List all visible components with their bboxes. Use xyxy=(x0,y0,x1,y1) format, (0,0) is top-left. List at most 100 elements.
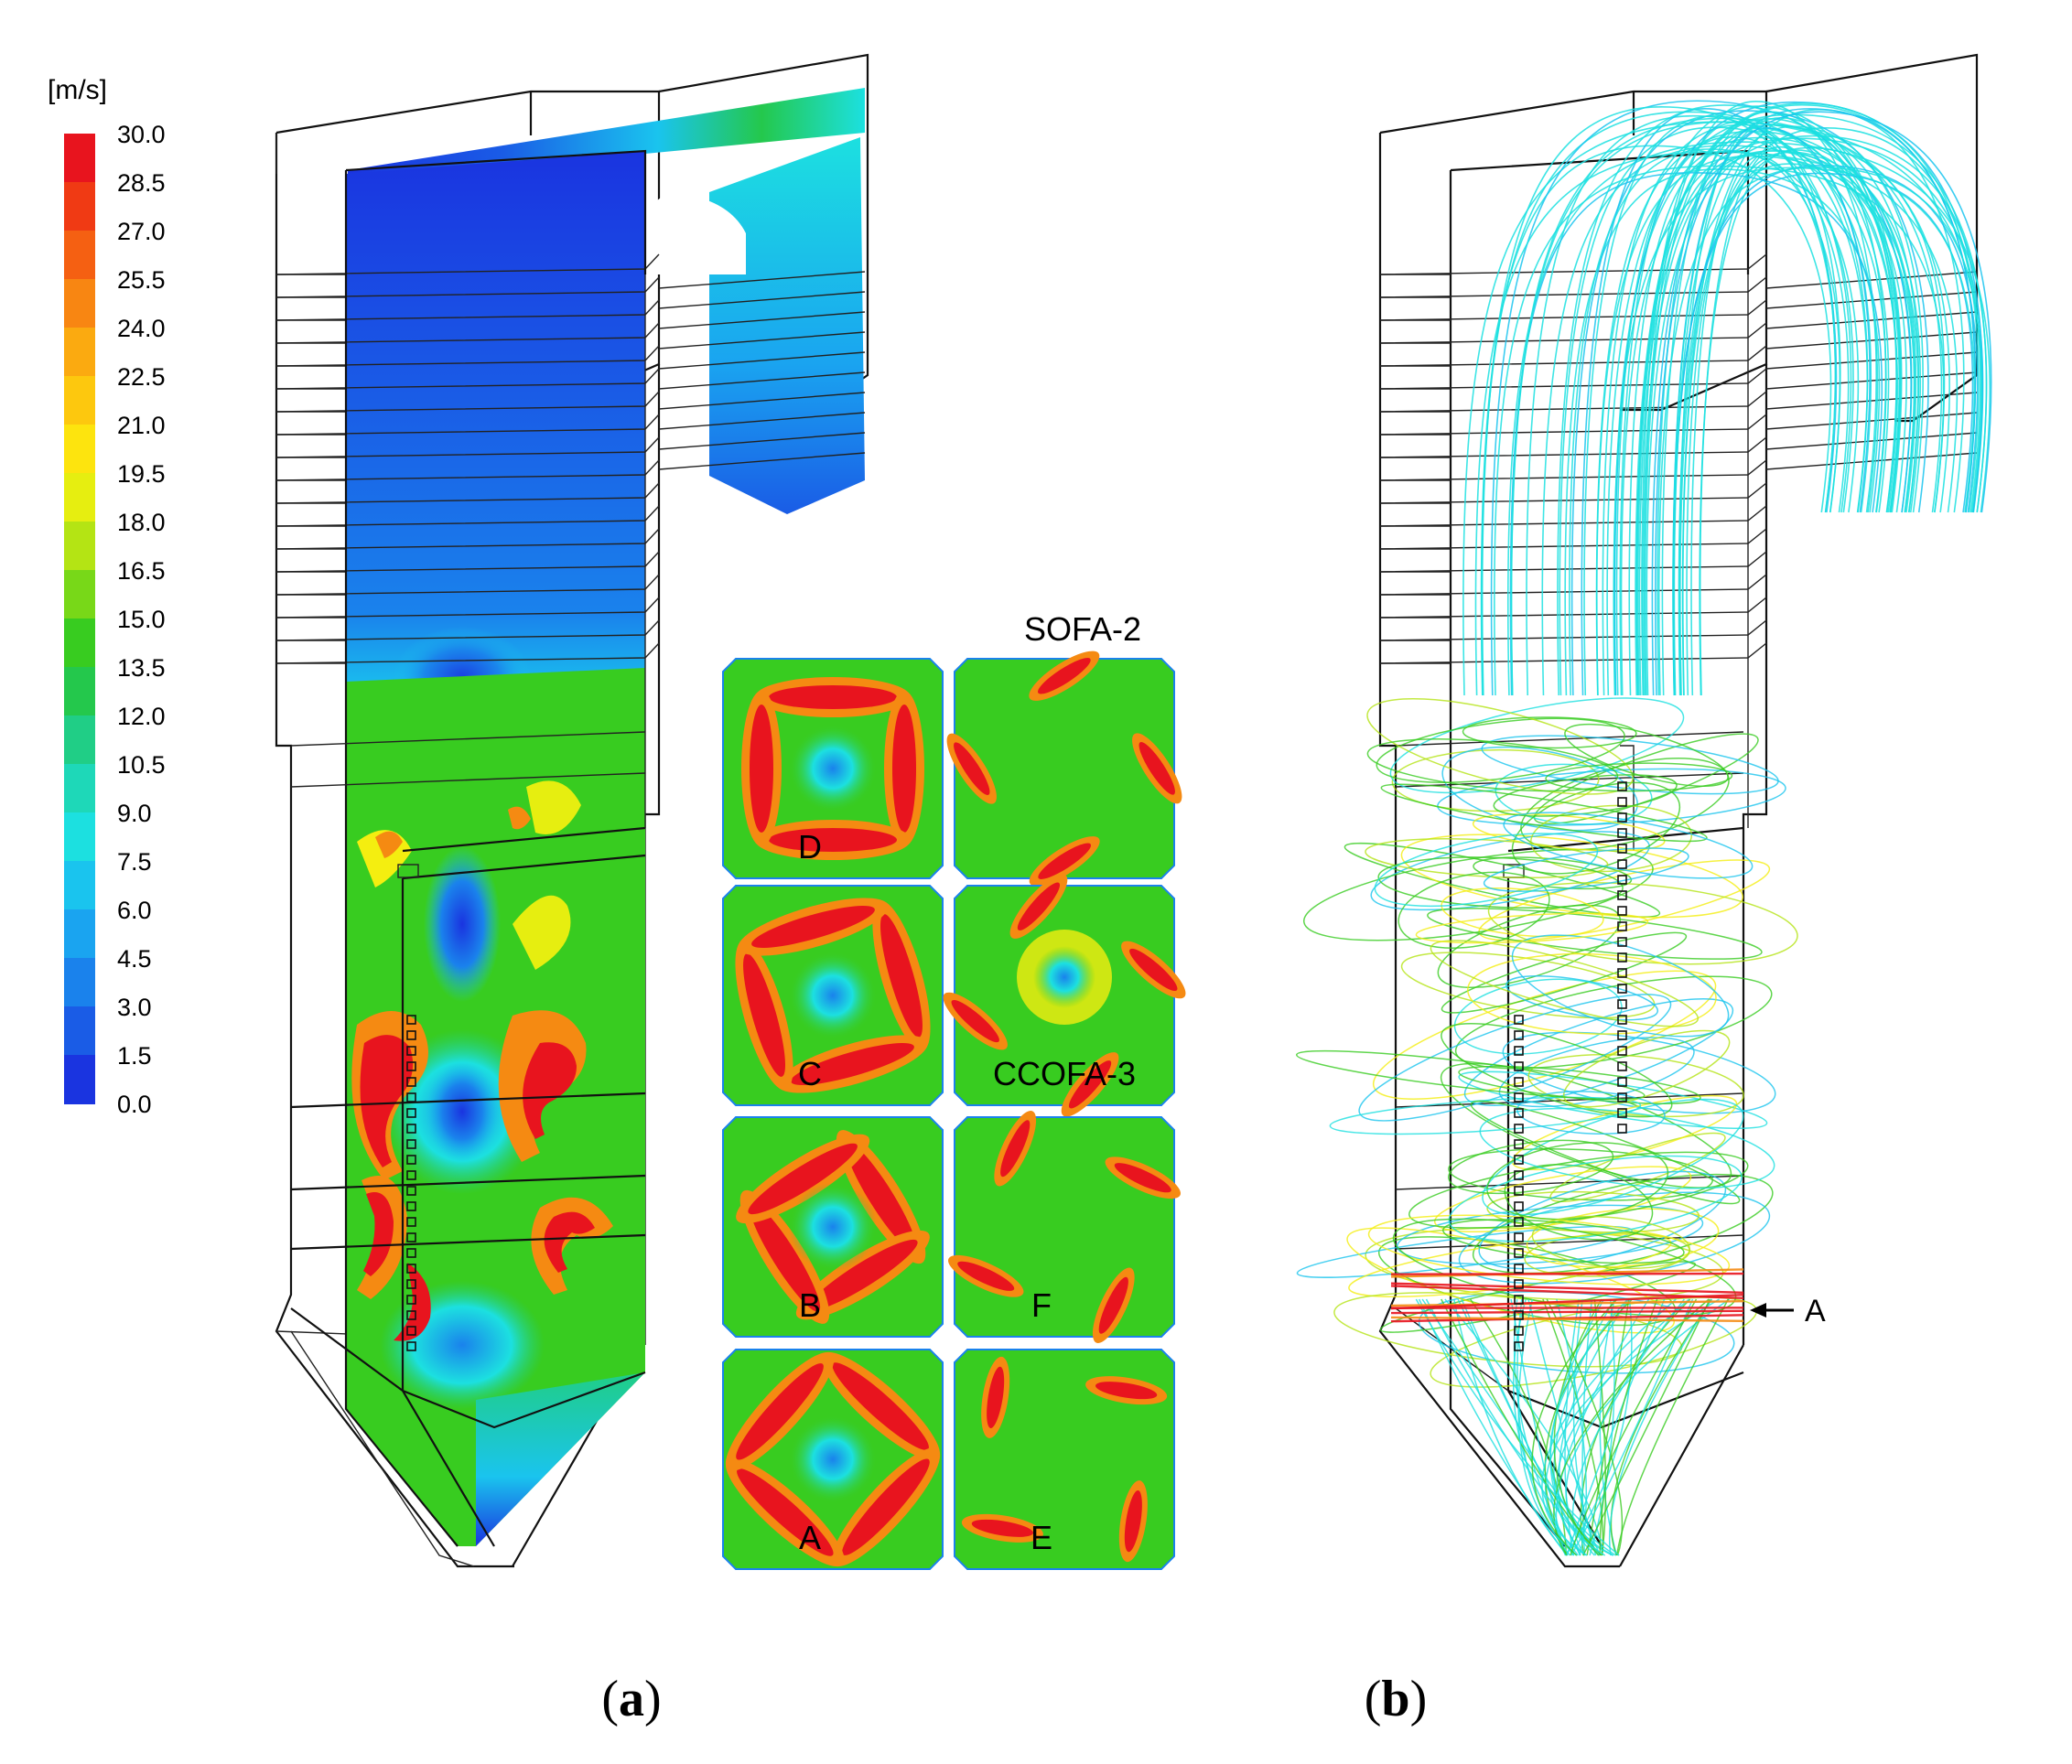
legend-swatch xyxy=(64,279,95,328)
streamline xyxy=(1433,1166,1692,1233)
streamline xyxy=(1595,155,1916,696)
streamline xyxy=(1564,1298,1580,1556)
burner-nozzle xyxy=(1514,1201,1524,1211)
streamline xyxy=(1690,156,1837,696)
jet-core xyxy=(892,705,916,833)
burner-nozzle xyxy=(1514,1295,1524,1305)
streamline xyxy=(1566,1298,1666,1556)
streamline xyxy=(1487,882,1798,965)
streamline xyxy=(1457,1298,1581,1556)
burner-nozzle xyxy=(1617,1092,1627,1102)
burner-nozzle xyxy=(1514,1170,1524,1180)
burner-nozzle xyxy=(1514,1015,1524,1025)
legend-swatch xyxy=(64,425,95,474)
legend-swatch xyxy=(64,1006,95,1056)
jet-core xyxy=(832,1362,929,1450)
burner-nozzle xyxy=(1514,1341,1524,1351)
streamline xyxy=(1346,1227,1676,1334)
legend-tick-label: 15.0 xyxy=(117,606,166,633)
burner-nozzle xyxy=(1514,1217,1524,1227)
streamline xyxy=(1425,1298,1595,1556)
streamline xyxy=(1398,871,1550,949)
legend-swatch xyxy=(64,134,95,183)
upper-furnace-contour xyxy=(346,151,645,695)
streamline xyxy=(1472,1173,1774,1275)
streamline xyxy=(1545,762,1733,792)
streamline xyxy=(1482,1098,1744,1216)
streamlines xyxy=(1295,100,1992,1556)
legend-tick-label: 25.5 xyxy=(117,266,166,294)
jet-core xyxy=(1124,1490,1142,1553)
grid-line xyxy=(658,412,866,430)
burner-nozzle xyxy=(1617,1030,1627,1040)
grid-line xyxy=(1379,619,1767,641)
legend-tick-label: 12.0 xyxy=(117,703,166,730)
burner-nozzle xyxy=(406,1170,416,1180)
burner-nozzle xyxy=(1514,1248,1524,1258)
streamline xyxy=(1651,108,1977,696)
legend-color-bar xyxy=(64,134,95,1104)
burner-nozzle xyxy=(406,1217,416,1227)
jet-core xyxy=(951,999,999,1043)
burner-nozzle xyxy=(1514,1139,1524,1149)
jet-core xyxy=(987,1366,1005,1428)
streamline xyxy=(1415,1298,1620,1556)
legend-tick-label: 10.5 xyxy=(117,751,166,779)
burner-nozzle xyxy=(1617,781,1627,791)
section-label: CCOFA-3 xyxy=(993,1055,1136,1092)
legend-tick-label: 22.5 xyxy=(117,363,166,391)
cross-section: CCOFA-3 xyxy=(943,874,1186,1117)
streamline xyxy=(1437,904,1622,989)
cross-section xyxy=(946,651,1182,887)
burner-nozzle xyxy=(406,1310,416,1320)
burner-nozzle xyxy=(406,1264,416,1274)
streamline xyxy=(1681,146,1946,696)
burner-nozzle xyxy=(406,1186,416,1196)
cross-section: F xyxy=(948,1111,1181,1343)
streamline xyxy=(1610,1298,1712,1556)
panel-a-velocity-contour: (a) xyxy=(275,53,869,1727)
streamline xyxy=(1504,1164,1654,1241)
streamline xyxy=(1628,149,1841,696)
grid-line xyxy=(1765,271,1978,289)
legend-swatch xyxy=(64,667,95,716)
grid-line xyxy=(1765,392,1978,410)
grid-line xyxy=(658,392,866,410)
section-frame xyxy=(954,658,1175,879)
furnace-front-outline-a xyxy=(290,149,647,1547)
streamline xyxy=(1444,1298,1603,1556)
burner-nozzle xyxy=(1617,1124,1627,1134)
jet-core xyxy=(1114,1163,1171,1193)
section-frame xyxy=(954,1349,1175,1570)
burner-nozzle xyxy=(1617,1046,1627,1056)
grid-line xyxy=(1379,322,1767,344)
legend-unit: [m/s] xyxy=(48,75,107,105)
section-jets xyxy=(948,1111,1181,1343)
streamline xyxy=(1673,125,1924,696)
streamline xyxy=(1479,1107,1775,1189)
burner-nozzle xyxy=(406,1015,416,1025)
streamline xyxy=(1654,111,1992,696)
jet-core xyxy=(743,953,786,1077)
streamline xyxy=(1681,109,1965,696)
legend-tick-label: 21.0 xyxy=(117,412,166,439)
velocity-legend: [m/s] 30.028.527.025.524.022.521.019.518… xyxy=(48,75,166,1118)
legend-swatch xyxy=(64,1055,95,1104)
streamline xyxy=(1389,697,1685,794)
legend-swatch xyxy=(64,328,95,377)
streamline xyxy=(1672,127,1871,696)
streamline xyxy=(1467,952,1717,1035)
section-label: C xyxy=(798,1055,822,1092)
grid-line xyxy=(1765,412,1978,430)
burner-nozzle xyxy=(1617,875,1627,885)
streamline xyxy=(1657,167,1982,696)
streamline xyxy=(1613,167,1976,696)
grid-line xyxy=(1379,368,1767,390)
cross-section: D xyxy=(722,658,944,879)
burner-nozzle xyxy=(406,1124,416,1134)
section-label: A xyxy=(799,1519,821,1556)
burner-nozzle xyxy=(1617,812,1627,823)
cross-section: A xyxy=(722,1349,944,1570)
streamline xyxy=(1615,135,1854,696)
streamline xyxy=(1366,738,1619,792)
